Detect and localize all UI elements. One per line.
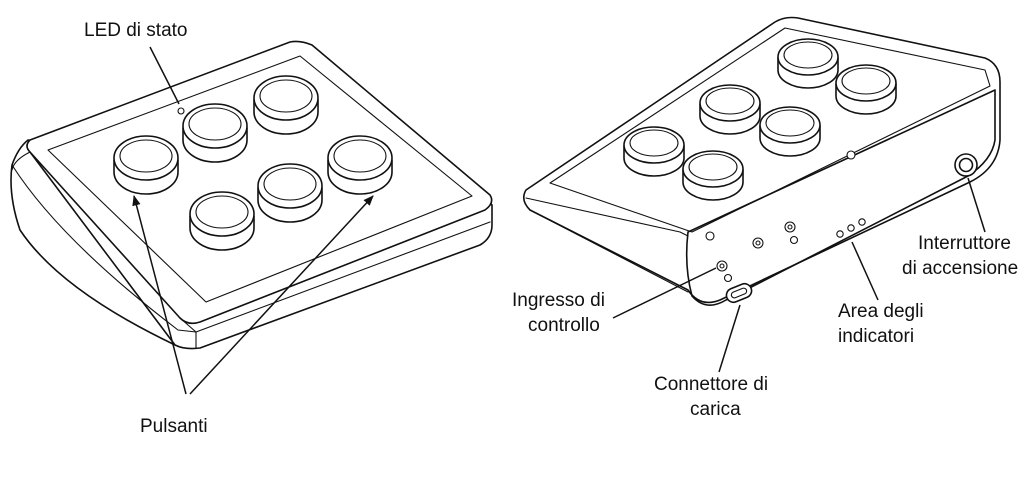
label-control-input-1: Ingresso di: [512, 290, 605, 311]
control-input-leader: [612, 267, 717, 319]
indicators-leader: [851, 241, 879, 301]
charging-leader: [718, 304, 741, 373]
label-power-2: di accensione: [902, 258, 1018, 279]
button-side-6: [835, 64, 897, 115]
label-indicators-2: indicatori: [838, 326, 914, 347]
control-input-ports: [705, 221, 799, 283]
button-3: [253, 75, 319, 135]
device-top-view: [10, 40, 493, 350]
label-charging-2: carica: [690, 399, 741, 420]
buttons-leader-2: [189, 195, 374, 395]
power-leader: [967, 177, 986, 233]
button-side-1: [623, 126, 685, 177]
label-led: LED di stato: [84, 20, 188, 41]
button-6: [327, 135, 393, 195]
power-switch: [954, 153, 978, 177]
button-side-4: [682, 150, 744, 201]
button-1: [113, 135, 179, 195]
label-power-1: Interruttore: [918, 233, 1011, 254]
button-side-5: [759, 106, 821, 157]
button-side-3: [777, 38, 839, 89]
device-side-view: [522, 16, 1001, 306]
led-leader: [149, 46, 180, 105]
button-4: [189, 191, 255, 251]
label-buttons: Pulsanti: [140, 416, 208, 437]
label-control-input-2: controllo: [528, 315, 600, 336]
charging-connector: [725, 282, 753, 304]
label-indicators-1: Area degli: [838, 301, 924, 322]
buttons-leader-1: [132, 194, 187, 395]
button-2: [182, 103, 248, 163]
indicator-area: [836, 218, 866, 238]
button-side-2: [699, 84, 761, 135]
status-led: [177, 107, 185, 115]
label-charging-1: Connettore di: [654, 374, 768, 395]
button-5: [257, 163, 323, 223]
